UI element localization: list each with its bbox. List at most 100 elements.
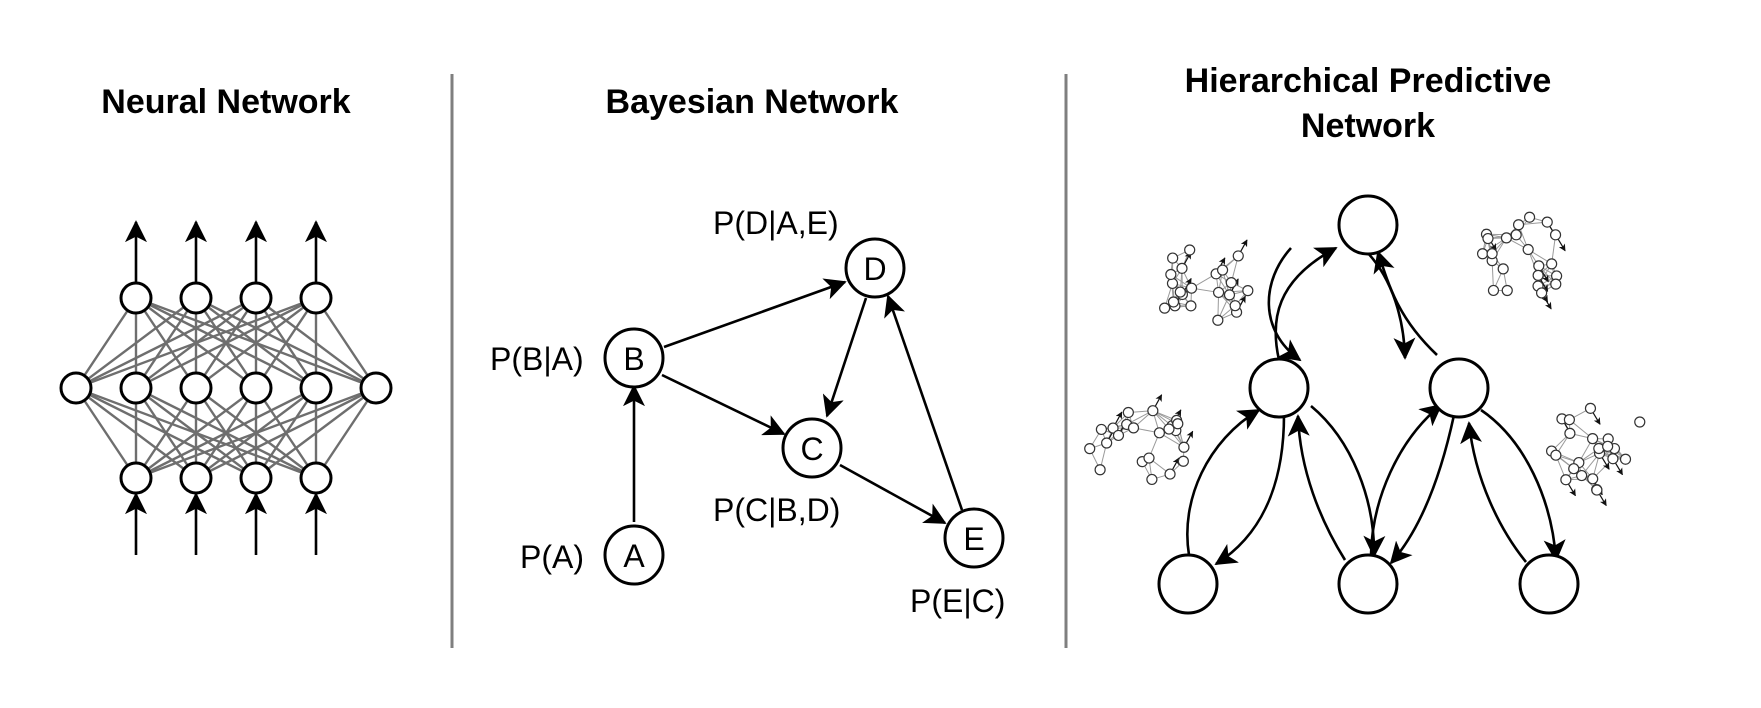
mini-network-node [1176,262,1188,274]
edge-midleft-to-top [1274,246,1338,361]
mini-network-node [1550,449,1562,461]
nn-connection [315,387,377,479]
mini-network-node [1146,473,1158,486]
edge-midright-to-bottommid [1389,414,1456,565]
hierarchical-network-title-line1: Hierarchical Predictive [1185,62,1552,100]
nn-input-node [299,461,333,495]
nn-connection [75,386,257,480]
edge-midleft-to-bottomleft [1214,414,1286,566]
edge-d-to-c [822,297,868,418]
mini-network-node [1174,286,1186,298]
hpn-node-top [1337,194,1399,256]
mini-network-node [1223,289,1236,301]
mini-network-node [1184,244,1196,256]
nn-connection [75,296,257,390]
edge-top-to-midleft [1267,247,1302,362]
mini-network-node [1487,284,1500,297]
mini-network-node [1560,474,1572,486]
node-e-label: E [963,521,984,557]
node-d-label: D [863,251,886,287]
mini-network-node [1216,264,1229,276]
mini-network-node [1549,229,1562,241]
mini-network-node [1568,463,1580,475]
mini-network-node [1112,429,1125,442]
mini-network-bottom-left-icon [1084,394,1194,486]
mini-network-node [1166,277,1179,290]
node-b: B [603,327,665,389]
mini-network-node [1127,422,1140,434]
node-a-label: A [623,538,645,574]
mini-network-node [1167,296,1180,308]
edge-b-to-c [661,373,786,436]
hierarchical-network-diagram [1084,194,1646,615]
nn-hidden-node [239,371,273,405]
edge-bottommid-to-midleft [1287,414,1347,561]
mini-network-node [1177,455,1189,467]
nn-connection [135,386,317,480]
mini-network-node [1165,268,1177,281]
mini-network-node [1546,258,1558,270]
nn-input-node [119,461,153,495]
mini-network-node [1107,422,1119,434]
mini-network-node [1576,469,1588,482]
nn-connection [75,386,317,480]
mini-network-node [1533,260,1545,272]
mini-network-node [1587,473,1599,485]
edge-e-to-d [884,294,964,511]
mini-network-node [1229,300,1241,312]
hpn-node-bottom-right [1518,553,1580,615]
bayesian-network-title: Bayesian Network [606,83,899,121]
node-d: D [844,237,906,299]
mini-network-node [1147,405,1159,417]
mini-network-node [1607,453,1619,465]
mini-network-node [1242,285,1254,297]
prob-d-label: P(D|A,E) [713,205,839,241]
edge-c-to-e [839,463,947,525]
nn-hidden-node [359,371,393,405]
mini-network-node [1486,248,1498,260]
nn-connection [75,387,137,479]
edge-bottomleft-to-midleft [1186,408,1261,556]
mini-network-node [1541,216,1553,228]
mini-network-bottom-right-icon [1545,402,1646,507]
nn-connection [135,296,317,390]
mini-network-node [1510,229,1522,241]
nn-output-node [299,281,333,315]
nn-hidden-node [179,371,213,405]
mini-network-node [1172,418,1184,430]
mini-network-node [1482,232,1494,245]
prob-c-label: P(C|B,D) [713,492,840,528]
mini-network-node [1563,414,1576,426]
prob-a-label: P(A) [520,539,584,575]
hierarchical-network-title-line2: Network [1301,107,1435,145]
node-c-label: C [800,431,823,467]
mini-network-node [1164,468,1176,480]
mini-network-node [1094,464,1106,476]
mini-network-node [1163,423,1175,435]
mini-network-node [1497,263,1509,275]
nn-input-node [239,461,273,495]
neural-network-title: Neural Network [101,83,350,121]
nn-hidden-node [119,371,153,405]
neural-network-diagram [59,220,393,555]
mini-network-node [1564,427,1576,439]
edge-bottomright-to-midright [1460,421,1528,563]
hpn-node-bottom-mid [1337,553,1399,615]
node-e: E [943,507,1005,569]
mini-network-node [1212,286,1225,299]
nn-connection [195,297,317,389]
mini-network-node [1602,440,1614,452]
mini-network-node [1122,406,1134,419]
mini-network-node [1159,302,1171,314]
node-c: C [781,417,843,479]
edge-midright-to-bottomright [1480,408,1566,562]
hpn-node-mid-right [1428,357,1490,419]
mini-network-node [1185,300,1197,312]
mini-network-node [1095,423,1107,436]
mini-network-node [1512,219,1525,231]
prob-b-label: P(B|A) [490,341,584,377]
mini-network-node [1550,278,1562,290]
mini-network-node [1185,282,1198,294]
mini-network-node [1523,211,1536,223]
